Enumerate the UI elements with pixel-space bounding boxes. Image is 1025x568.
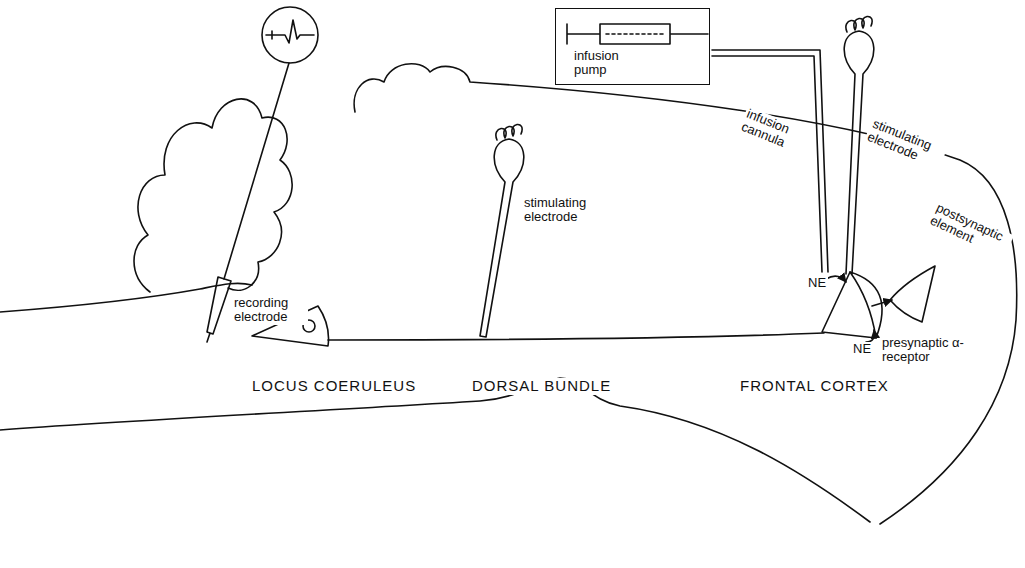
postsynaptic-element bbox=[890, 266, 935, 322]
region-label: FRONTAL CORTEX bbox=[738, 378, 891, 395]
release-arrow bbox=[826, 276, 846, 282]
receptor-label: presynaptic α-receptor bbox=[880, 336, 966, 365]
brain-outline-top bbox=[354, 64, 1017, 524]
recording-electrode bbox=[207, 277, 231, 342]
electrode-label: stimulating electrode bbox=[863, 116, 948, 172]
region-label: DORSAL BUNDLE bbox=[470, 378, 613, 395]
electrode-label: stimulating electrode bbox=[522, 196, 602, 225]
presynaptic-receptor bbox=[850, 272, 876, 338]
brain-outline-bottom bbox=[0, 378, 870, 522]
cannula-label: infusion cannula bbox=[737, 106, 807, 156]
infusion-cannula bbox=[712, 50, 828, 272]
transmitter-label: NE bbox=[851, 342, 873, 356]
oscilloscope bbox=[262, 7, 318, 63]
pump-box: infusion pump bbox=[555, 8, 710, 85]
postsynaptic-label: postsynaptic element bbox=[926, 200, 1014, 261]
feedback-arrow bbox=[866, 330, 874, 342]
region-label: LOCUS COERULEUS bbox=[250, 378, 418, 395]
stimulating-electrode bbox=[480, 124, 524, 337]
recording-wire bbox=[224, 63, 289, 279]
synaptic-arrow bbox=[872, 300, 892, 306]
axon bbox=[328, 333, 824, 340]
transmitter-label: NE bbox=[806, 276, 828, 290]
pump-label: infusion pump bbox=[574, 49, 636, 78]
cerebellum-outline bbox=[134, 99, 292, 292]
spike-trace bbox=[266, 20, 314, 43]
syringe bbox=[567, 24, 708, 44]
electrode-label: recording electrode bbox=[232, 296, 308, 325]
syringe-fluid bbox=[606, 33, 664, 35]
